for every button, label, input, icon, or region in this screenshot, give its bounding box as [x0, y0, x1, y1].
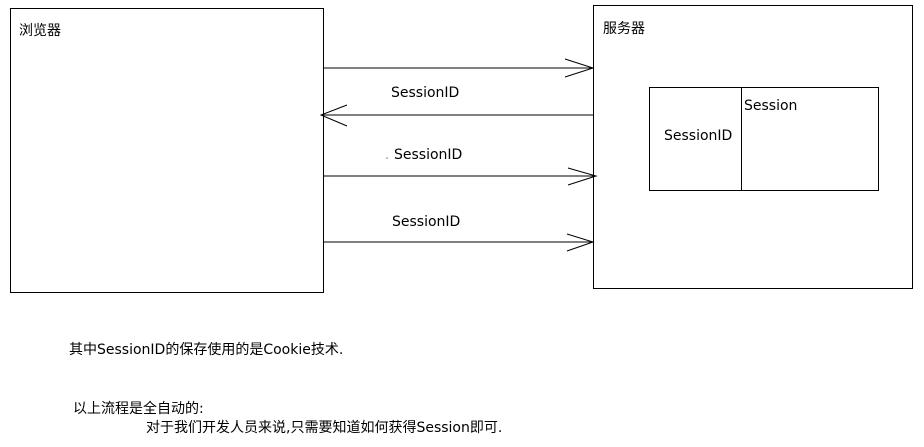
arrow-1-request-to-server	[324, 58, 595, 78]
arrow-2-sessionid-to-browser	[319, 104, 593, 127]
arrow-2-label: SessionID	[391, 85, 460, 101]
stray-dot	[386, 157, 388, 159]
server-box	[593, 5, 913, 289]
browser-box	[10, 8, 324, 293]
dev-note: 对于我们开发人员来说,只需要知道如何获得Session即可.	[146, 420, 503, 436]
session-id-cell-label: SessionID	[664, 128, 733, 144]
auto-note: 以上流程是全自动的:	[73, 401, 204, 417]
arrow-3-label: SessionID	[394, 147, 463, 163]
cookie-note: 其中SessionID的保存使用的是Cookie技术.	[69, 342, 344, 358]
browser-label: 浏览器	[19, 23, 61, 39]
arrow-4-label: SessionID	[392, 214, 461, 230]
arrow-4-sessionid-to-server	[324, 233, 595, 252]
session-value-cell	[741, 87, 879, 191]
server-label: 服务器	[603, 21, 645, 37]
session-value-cell-label: Session	[744, 98, 798, 114]
arrow-3-sessionid-to-server	[324, 167, 598, 186]
